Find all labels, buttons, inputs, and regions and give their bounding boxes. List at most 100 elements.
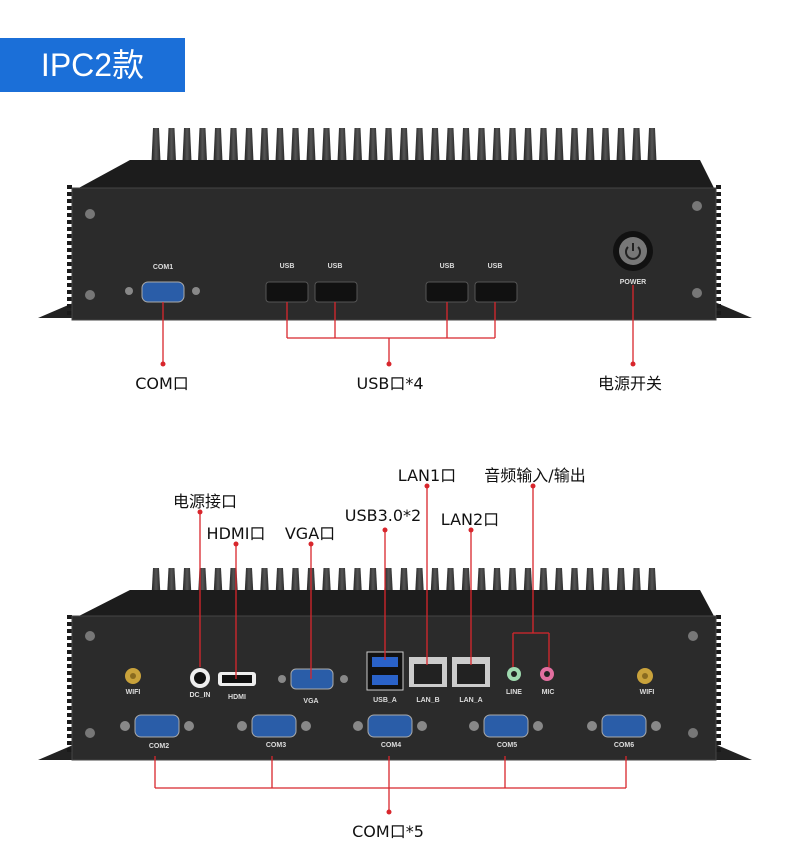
- mic-jack: [540, 667, 554, 681]
- side-fin: [716, 685, 721, 689]
- side-fin: [67, 199, 72, 203]
- com3-label: COM3: [266, 742, 286, 749]
- side-fin: [67, 220, 72, 224]
- side-fin: [716, 706, 721, 710]
- side-fin: [67, 671, 72, 675]
- side-fin: [67, 622, 72, 626]
- side-fin: [716, 311, 721, 315]
- callout-vga: VGA口: [284, 524, 336, 543]
- side-fin: [716, 727, 721, 731]
- side-fin: [67, 283, 72, 287]
- device-1-callout-lines: [162, 285, 634, 364]
- wifi-label: WIFI: [126, 689, 141, 696]
- side-fin: [67, 304, 72, 308]
- side-fin: [67, 727, 72, 731]
- side-fin: [67, 678, 72, 682]
- side-fin: [716, 622, 721, 626]
- side-fin: [716, 734, 721, 738]
- side-fin: [716, 720, 721, 724]
- side-fin: [67, 685, 72, 689]
- side-fin: [716, 615, 721, 619]
- callout-usb: USB口*4: [356, 374, 424, 393]
- line-jack: [507, 667, 521, 681]
- power-label: POWER: [620, 279, 646, 286]
- side-fin: [716, 297, 721, 301]
- com1-port: [125, 281, 200, 303]
- com2-label: COM2: [149, 743, 169, 750]
- side-fin: [716, 657, 721, 661]
- side-fin: [67, 643, 72, 647]
- com1-port-label: COM1: [153, 264, 173, 271]
- side-fin: [67, 692, 72, 696]
- side-fin: [67, 311, 72, 315]
- callout-power-jack: 电源接口: [172, 492, 238, 511]
- usb-ports: [265, 281, 518, 303]
- side-fin: [716, 671, 721, 675]
- usb-a-label: USB_A: [373, 697, 397, 704]
- side-fin: [67, 615, 72, 619]
- side-fin: [67, 664, 72, 668]
- com-port: [237, 714, 311, 738]
- side-fin: [67, 713, 72, 717]
- callout-lan2: LAN2口: [440, 510, 500, 529]
- com-port: [469, 714, 543, 738]
- side-fin: [716, 199, 721, 203]
- side-fin: [716, 248, 721, 252]
- com6-label: COM6: [614, 742, 634, 749]
- side-fin: [67, 290, 72, 294]
- side-fin: [67, 650, 72, 654]
- side-fin: [67, 269, 72, 273]
- side-fin: [67, 748, 72, 752]
- wifi-antenna-left: [125, 668, 141, 684]
- device-1: COM1 USB USB USB USB POWER: [38, 128, 752, 321]
- side-fin: [716, 741, 721, 745]
- callout-lan1: LAN1口: [397, 466, 457, 485]
- side-fin: [716, 185, 721, 189]
- side-fin: [716, 255, 721, 259]
- side-fin: [716, 192, 721, 196]
- usb-port-label: USB: [328, 263, 343, 270]
- mic-label: MIC: [542, 689, 555, 696]
- dc-in-label: DC_IN: [189, 692, 210, 699]
- side-fin: [716, 629, 721, 633]
- model-badge: IPC2款: [0, 38, 185, 92]
- side-fin: [67, 629, 72, 633]
- side-fin: [716, 234, 721, 238]
- device-2-callout-lines: [154, 486, 627, 812]
- callout-com-x5: COM口*5: [352, 822, 424, 841]
- side-fin: [67, 248, 72, 252]
- side-fin: [716, 304, 721, 308]
- usb-port-label: USB: [440, 263, 455, 270]
- lan-a-port: [452, 657, 490, 687]
- side-fin: [716, 213, 721, 217]
- side-fin: [716, 650, 721, 654]
- com5-label: COM5: [497, 742, 517, 749]
- wifi-label: WIFI: [640, 689, 655, 696]
- side-fin: [716, 678, 721, 682]
- side-fin: [716, 269, 721, 273]
- com-port: [353, 714, 427, 738]
- side-fin: [716, 220, 721, 224]
- side-fin: [716, 206, 721, 210]
- side-fin: [67, 206, 72, 210]
- hdmi-port: [218, 672, 256, 686]
- vga-port: [278, 668, 348, 690]
- callout-com: COM口: [135, 374, 189, 393]
- lan-b-label: LAN_B: [416, 697, 439, 704]
- side-fin: [67, 734, 72, 738]
- com4-label: COM4: [381, 742, 401, 749]
- lan-b-port: [409, 657, 447, 687]
- side-fin: [716, 241, 721, 245]
- wifi-antenna-right: [637, 668, 653, 684]
- com-port: [120, 714, 194, 738]
- side-fin: [716, 643, 721, 647]
- side-fin: [67, 657, 72, 661]
- side-fin: [67, 276, 72, 280]
- side-fin: [67, 297, 72, 301]
- side-fin: [716, 713, 721, 717]
- side-fin: [67, 636, 72, 640]
- side-fin: [716, 692, 721, 696]
- side-fin: [716, 664, 721, 668]
